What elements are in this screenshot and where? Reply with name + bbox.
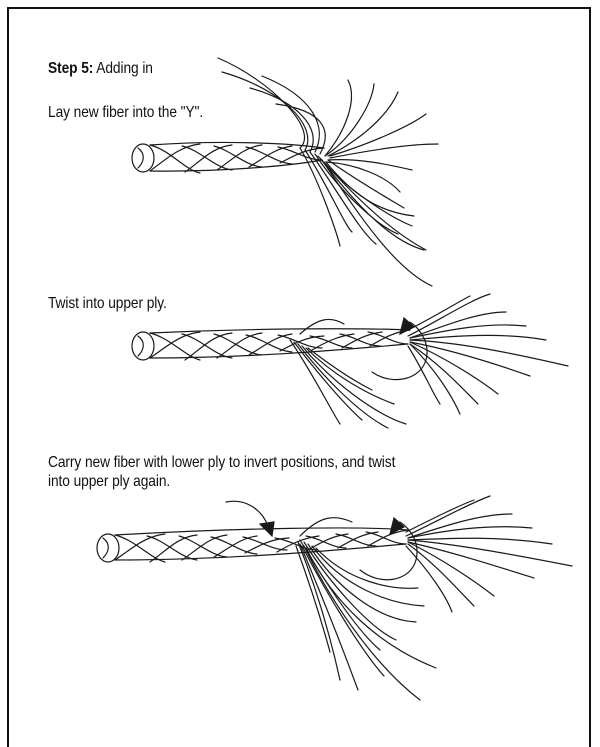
illustration-lay-into-y [132,58,438,286]
plied-yarn-2 [132,329,410,360]
plied-yarn-3 [97,528,408,562]
carry-arrow [226,501,274,536]
illustration-carry-and-twist [97,496,572,700]
plied-yarn-1 [132,142,324,173]
illustration-twist-upper-ply [132,294,568,428]
fiber-tuft-2 [290,294,568,428]
fiber-tuft-3 [296,496,572,700]
twist-arrow-2 [372,318,427,380]
fiber-tuft-1 [218,58,438,286]
